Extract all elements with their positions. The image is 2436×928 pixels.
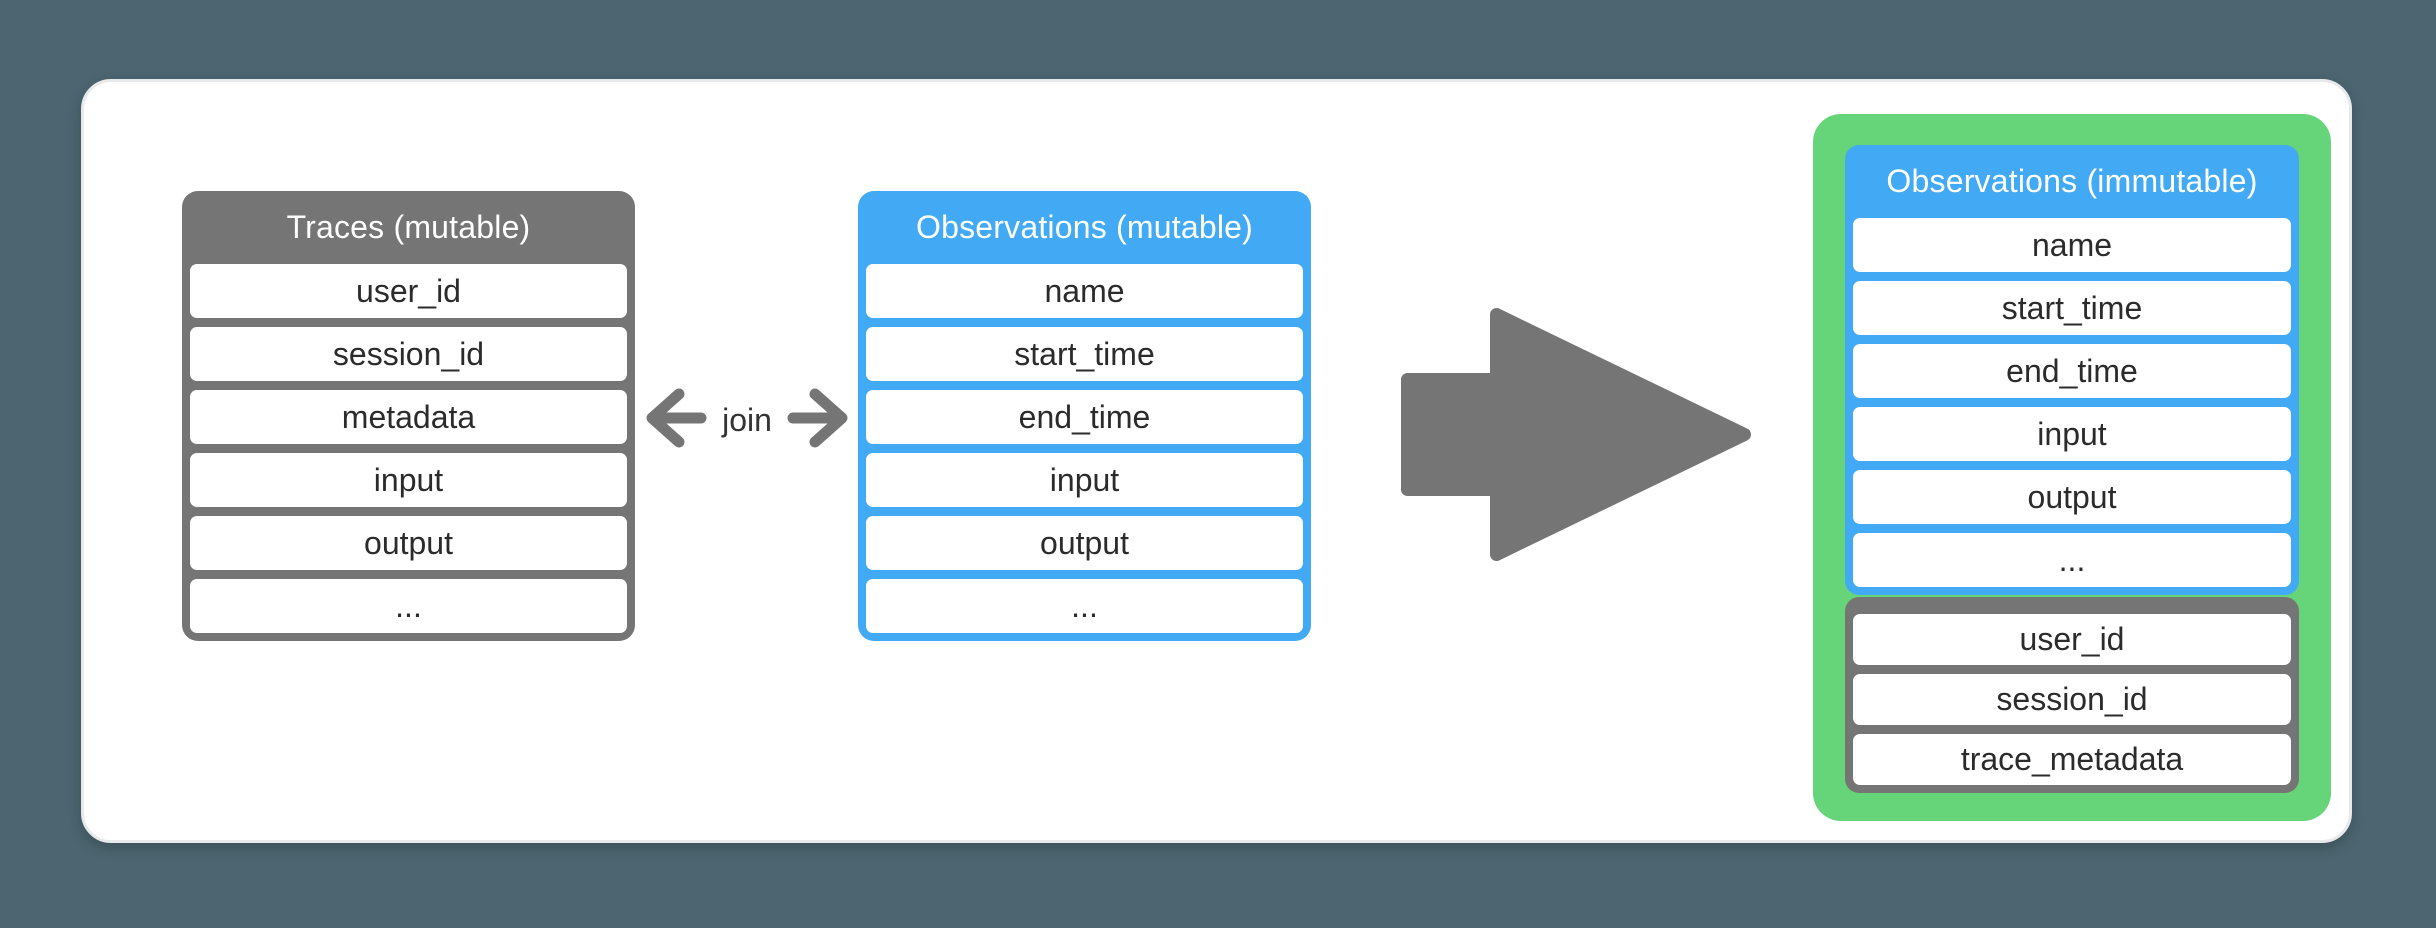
table-row: end_time: [1853, 344, 2291, 398]
table-row: ...: [866, 579, 1303, 633]
join-label: join: [722, 401, 772, 438]
trace-fields-group: user_id session_id trace_metadata: [1845, 597, 2299, 793]
join-left-arrow-icon: [645, 387, 707, 454]
table-row: metadata: [190, 390, 627, 444]
table-row: session_id: [190, 327, 627, 381]
transform-arrow-icon: [1401, 308, 1751, 561]
table-row: input: [866, 453, 1303, 507]
diagram-card: Traces (mutable) user_id session_id meta…: [81, 79, 2352, 843]
table-row: input: [190, 453, 627, 507]
table-row: user_id: [190, 264, 627, 318]
join-annotation: join: [645, 387, 849, 454]
table-row: output: [1853, 470, 2291, 524]
observations-mutable-table-title: Observations (mutable): [916, 208, 1253, 245]
table-row: ...: [1853, 533, 2291, 587]
immutable-highlight-frame: Observations (immutable) name start_time…: [1813, 114, 2331, 821]
table-row: session_id: [1853, 674, 2291, 725]
traces-table: Traces (mutable) user_id session_id meta…: [182, 191, 635, 641]
table-row: start_time: [1853, 281, 2291, 335]
table-row: start_time: [866, 327, 1303, 381]
table-row: end_time: [866, 390, 1303, 444]
table-row: output: [866, 516, 1303, 570]
traces-table-title: Traces (mutable): [286, 208, 531, 245]
table-row: user_id: [1853, 614, 2291, 665]
observations-immutable-table-title: Observations (immutable): [1886, 162, 2258, 199]
table-row: name: [1853, 218, 2291, 272]
table-row: input: [1853, 407, 2291, 461]
table-row: output: [190, 516, 627, 570]
observations-mutable-table: Observations (mutable) name start_time e…: [858, 191, 1311, 641]
table-row: ...: [190, 579, 627, 633]
observations-immutable-table: Observations (immutable) name start_time…: [1845, 145, 2299, 595]
table-row: name: [866, 264, 1303, 318]
table-row: trace_metadata: [1853, 734, 2291, 785]
join-right-arrow-icon: [787, 387, 849, 454]
